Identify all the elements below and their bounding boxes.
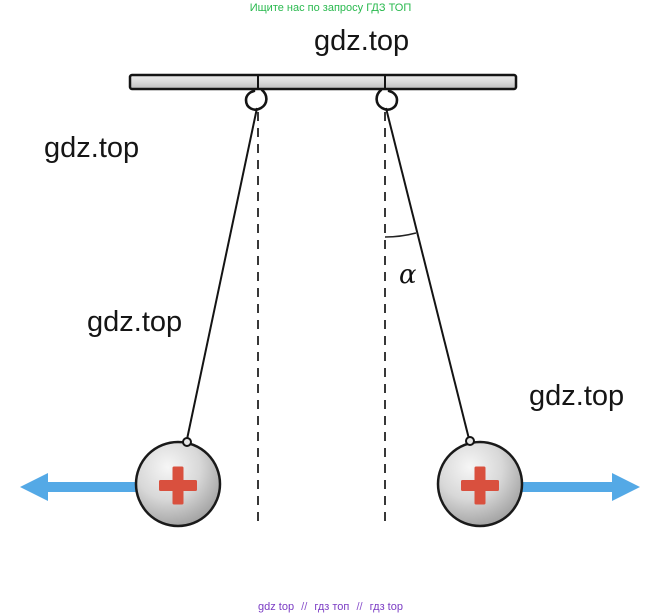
angle-arc	[384, 232, 417, 238]
watermark-top: gdz.top	[314, 25, 410, 57]
footer-link-1: gdz top	[258, 601, 295, 613]
hook-left-icon	[244, 88, 268, 111]
watermark-middle-left: gdz.top	[87, 306, 183, 338]
force-arrow-left	[20, 473, 138, 501]
footer-link-2: гдз топ	[314, 601, 350, 613]
hook-right-icon	[375, 88, 399, 111]
ball-ring-left	[182, 437, 192, 447]
positive-charge-icon-left	[159, 466, 197, 505]
support-bar	[128, 73, 518, 91]
force-arrow-right	[520, 473, 640, 501]
positive-charge-icon-right	[461, 466, 499, 505]
watermark-right: gdz.top	[529, 380, 625, 412]
string-right	[385, 107, 471, 444]
promo-hint-text: Ищите нас по запросу ГДЗ ТОП	[249, 2, 412, 14]
footer-separator-2: //	[356, 601, 363, 613]
footer-links: gdz top // гдз топ // гдз top	[0, 601, 661, 613]
ball-ring-right	[465, 436, 475, 446]
watermark-upper-left: gdz.top	[44, 132, 140, 164]
footer-separator-1: //	[301, 601, 308, 613]
angle-label: α	[399, 260, 417, 290]
string-left	[185, 107, 258, 445]
footer-link-3: гдз top	[369, 601, 403, 613]
